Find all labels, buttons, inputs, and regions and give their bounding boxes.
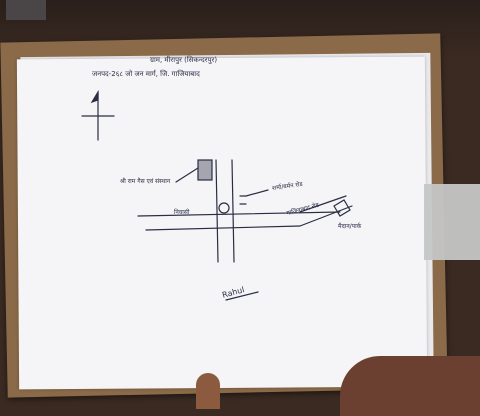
- compass-icon: [81, 89, 115, 141]
- hand: [340, 356, 480, 416]
- sketch-label-far-right: मैदान/पार्क: [338, 223, 362, 230]
- thumb: [196, 373, 220, 409]
- sketch-heading-1: ग्राम, मीरापुर (सिकन्दरपुर): [150, 56, 218, 64]
- road-diagonal-top: [299, 195, 347, 213]
- sketch-heading-2: जनपद-2६८ जो जन मार्ग, जि. गाजियाबाद: [92, 70, 200, 78]
- tape-strip: [424, 184, 480, 260]
- sketch-drawing: [81, 89, 353, 301]
- sketch-label-left: निवासी: [174, 209, 190, 216]
- road-diagonal-bottom: [299, 205, 353, 227]
- leader-line-road: [245, 189, 269, 197]
- junction-marker: [218, 202, 230, 214]
- building-right: [333, 199, 351, 217]
- road-vertical-left: [215, 159, 219, 263]
- background-object: [6, 0, 46, 20]
- road-horizontal-top: [137, 211, 341, 217]
- road-horizontal-bottom: [145, 225, 301, 231]
- sketch-label-shop: श्री राम गैस एवं संस्थान: [120, 178, 171, 185]
- building-block: [197, 159, 213, 181]
- leader-line-shop: [175, 167, 199, 183]
- signature-underline: [225, 291, 259, 301]
- road-vertical-right: [231, 159, 235, 263]
